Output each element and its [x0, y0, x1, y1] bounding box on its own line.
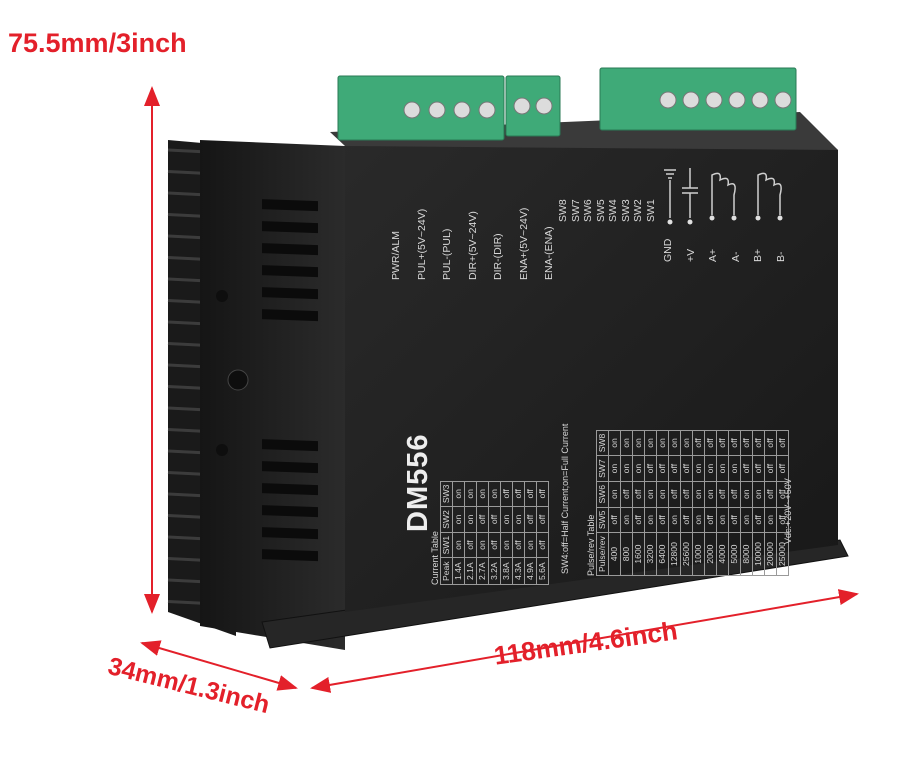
- coil-b-icon: [757, 172, 782, 215]
- depth-dimension-line: [140, 640, 298, 691]
- terminal-screw-icon: [705, 91, 723, 109]
- terminal-screw-icon: [428, 101, 446, 119]
- side-vents: [262, 199, 318, 562]
- capacitor-symbol-icon: [682, 168, 698, 218]
- terminal-screw-icon: [453, 101, 471, 119]
- terminal-screw-icon: [535, 97, 553, 115]
- terminal-screw-icon: [682, 91, 700, 109]
- signal-terminal-block: [337, 75, 561, 141]
- heatsink-fins: [167, 140, 345, 650]
- mounting-screw-icon: [216, 290, 249, 456]
- terminal-screw-icon: [403, 101, 421, 119]
- height-dimension-label: 75.5mm/3inch: [8, 28, 187, 58]
- width-dimension-line: [310, 589, 859, 693]
- power-terminal-block: [599, 67, 797, 131]
- ground-symbol-icon: [664, 169, 676, 218]
- terminal-screw-icon: [774, 91, 792, 109]
- front-face: [330, 112, 838, 612]
- terminal-screw-icon: [513, 97, 531, 115]
- terminal-screw-icon: [659, 91, 677, 109]
- terminal-screw-icon: [478, 101, 496, 119]
- terminal-screw-icon: [751, 91, 769, 109]
- coil-a-icon: [711, 172, 736, 215]
- terminal-screw-icon: [728, 91, 746, 109]
- terminal-dots: [667, 215, 783, 225]
